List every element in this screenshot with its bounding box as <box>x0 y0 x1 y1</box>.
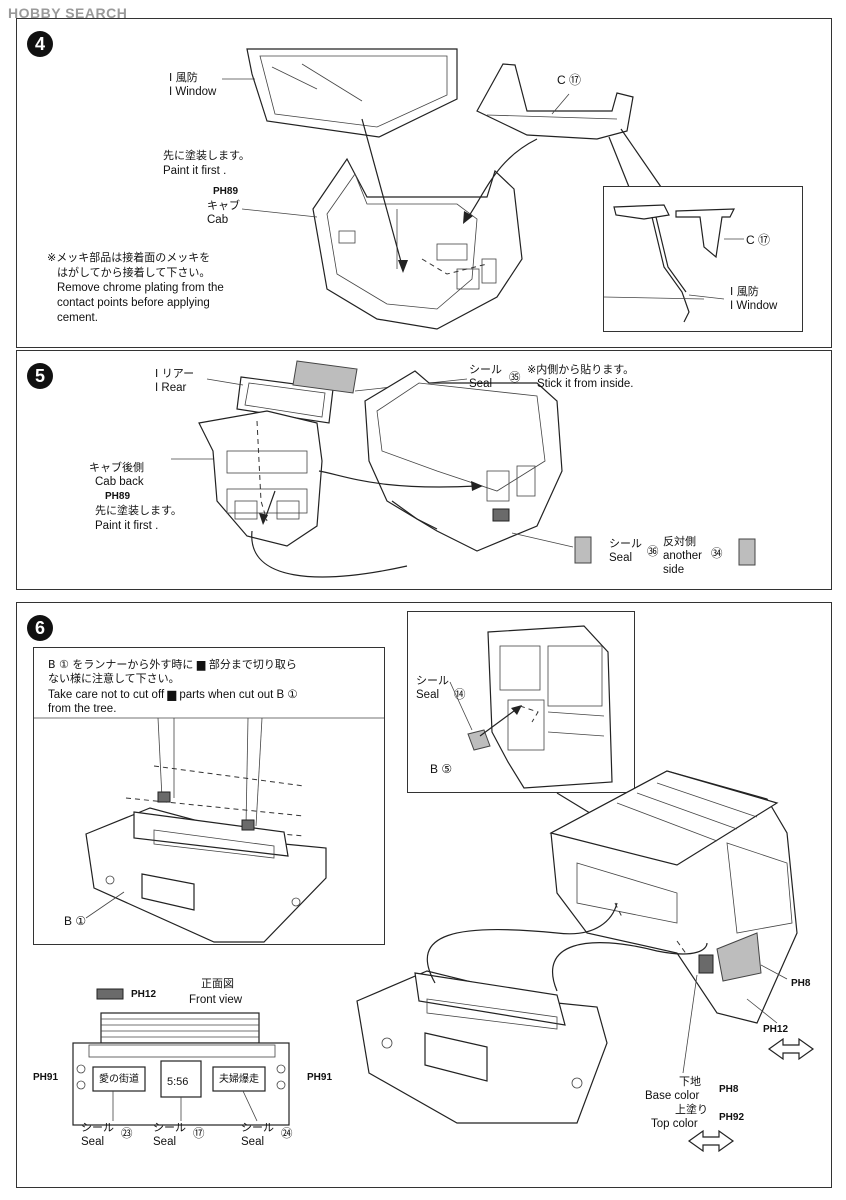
paint-area-ph8 <box>716 932 762 982</box>
step-6-panel: 6 B ① をランナーから外す時に ▆ 部分まで切り取ら ない様に注意して下さい… <box>16 602 832 1188</box>
seal-23-en-label: Seal <box>81 1136 105 1148</box>
seal-36-number: ㊱ <box>647 546 659 558</box>
other-side-en-2: side <box>663 564 685 576</box>
caution-box: B ① をランナーから外す時に ▆ 部分まで切り取ら ない様に注意して下さい。 … <box>33 647 385 945</box>
caution-jp-1: B ① をランナーから外す時に ▆ 部分まで切り取ら <box>48 658 297 671</box>
other-side-jp-label: 反対側 <box>663 535 696 548</box>
legend-swatch <box>96 988 124 1000</box>
seal-23-jp-label: シール <box>81 1121 114 1134</box>
cab-en-label: Cab <box>207 214 229 226</box>
caution-en-2: from the tree. <box>48 703 117 715</box>
inset-cross-section <box>604 204 744 323</box>
step-5-panel: 5 I リアー I Rear シール <box>16 350 832 590</box>
paint-first-jp-label: 先に塗装します。 <box>163 149 250 162</box>
other-side-en-1: another <box>663 550 703 562</box>
chrome-note-en-1: Remove chrome plating from the <box>57 282 224 294</box>
seal-36-en-label: Seal <box>609 552 633 564</box>
direction-arrow <box>687 1129 735 1153</box>
inset-window-en-label: I Window <box>730 300 778 312</box>
b5-label: B ⑤ <box>430 762 453 776</box>
seal-35-jp-label: シール <box>469 363 502 376</box>
chrome-note-jp-2: はがしてから接着して下さい。 <box>57 266 211 279</box>
step-5-illustration <box>171 360 756 578</box>
inside-jp-label: ※内側から貼ります。 <box>527 363 635 376</box>
base-color-code: PH8 <box>719 1084 739 1095</box>
code-ph12: PH12 <box>763 1024 789 1035</box>
inside-en-label: Stick it from inside. <box>537 378 634 390</box>
code-ph91-right: PH91 <box>307 1072 333 1083</box>
rear-jp-label: I リアー <box>155 367 195 380</box>
window-en-label: I Window <box>169 86 217 98</box>
seal-24-jp-label: シール <box>241 1121 274 1134</box>
top-color-code: PH92 <box>719 1112 745 1123</box>
base-color-en-label: Base color <box>645 1090 700 1102</box>
seal-14-en-label: Seal <box>416 689 440 701</box>
step-4-illustration <box>222 48 662 330</box>
seal-35-en-label: Seal <box>469 378 493 390</box>
cab-jp-label: キャブ <box>207 199 240 212</box>
seal-34-part <box>738 538 756 566</box>
front-view-diagram <box>72 1012 290 1126</box>
seal-14-part <box>467 729 491 751</box>
color-code-ph89: PH89 <box>105 491 131 502</box>
door-inset: シール Seal ⑭ B ⑤ <box>407 611 635 793</box>
front-view-en-label: Front view <box>189 994 243 1006</box>
windshield-part <box>246 48 458 138</box>
other-side-number: ㉞ <box>711 548 723 560</box>
seal-14-number: ⑭ <box>454 689 466 701</box>
code-ph91-left: PH91 <box>33 1072 59 1083</box>
direction-arrow <box>767 1037 815 1061</box>
plate-right-text: 夫婦爆走 <box>219 1074 259 1085</box>
top-color-en-label: Top color <box>651 1118 698 1130</box>
seal-36-jp-label: シール <box>609 537 642 550</box>
cab-part <box>312 157 523 330</box>
paint-first-en-label: Paint it first . <box>95 520 159 532</box>
seal-17-jp-label: シール <box>153 1121 186 1134</box>
paint-first-jp-label: 先に塗装します。 <box>95 504 182 517</box>
step-number: 5 <box>27 363 53 389</box>
rear-en-label: I Rear <box>155 382 187 394</box>
cab-back-part <box>198 410 323 547</box>
seal-35-number: ㉟ <box>509 372 521 384</box>
seal-24-number: ㉔ <box>281 1128 293 1140</box>
watermark: HOBBY SEARCH <box>8 5 128 21</box>
step-number: 6 <box>27 615 53 641</box>
seal-23-number: ㉓ <box>121 1128 133 1140</box>
cab-back-jp-label: キャブ後側 <box>89 461 144 474</box>
seal-35-part <box>292 360 358 394</box>
step-4-panel: 4 <box>16 18 832 348</box>
code-ph8: PH8 <box>791 978 811 989</box>
seal-17-en-label: Seal <box>153 1136 177 1148</box>
legend-ph12: PH12 <box>131 989 157 1000</box>
door-inset-illustration <box>449 625 613 789</box>
inset-window-jp-label: I 風防 <box>730 285 759 298</box>
b1-label: B ① <box>64 914 87 928</box>
chrome-note-en-2: contact points before applying <box>57 297 210 309</box>
seal-36-part <box>574 536 592 564</box>
caution-jp-2: ない様に注意して下さい。 <box>48 672 180 685</box>
chrome-note-en-3: cement. <box>57 312 98 324</box>
step-number: 4 <box>27 31 53 57</box>
top-color-jp-label: 上塗り <box>675 1103 708 1116</box>
sun-visor-part <box>476 63 634 140</box>
clock-text: 5:56 <box>167 1076 189 1088</box>
paint-first-en-label: Paint it first . <box>163 165 227 177</box>
windshield-inset: C ⑰ I 風防 I Window <box>603 186 803 332</box>
chrome-note-jp-1: ※メッキ部品は接着面のメッキを <box>47 251 211 264</box>
window-jp-label: I 風防 <box>169 71 198 84</box>
cab-body-part <box>364 370 563 552</box>
bumper-detail-illustration <box>34 717 384 943</box>
step-6-main-illustration <box>72 770 815 1153</box>
seal-17-number: ⑰ <box>193 1128 205 1140</box>
plate-left-text: 愛の街道 <box>99 1074 139 1085</box>
seal-24-en-label: Seal <box>241 1136 265 1148</box>
front-view-jp-label: 正面図 <box>201 977 234 990</box>
inset-c17-label: C ⑰ <box>746 233 771 247</box>
base-color-jp-label: 下地 <box>679 1075 701 1088</box>
cab-back-en-label: Cab back <box>95 476 144 488</box>
c17-label: C ⑰ <box>557 73 582 87</box>
color-code-ph89: PH89 <box>213 186 239 197</box>
caution-en-1: Take care not to cut off ▆ parts when cu… <box>48 689 298 701</box>
seal-14-jp-label: シール <box>416 674 449 687</box>
